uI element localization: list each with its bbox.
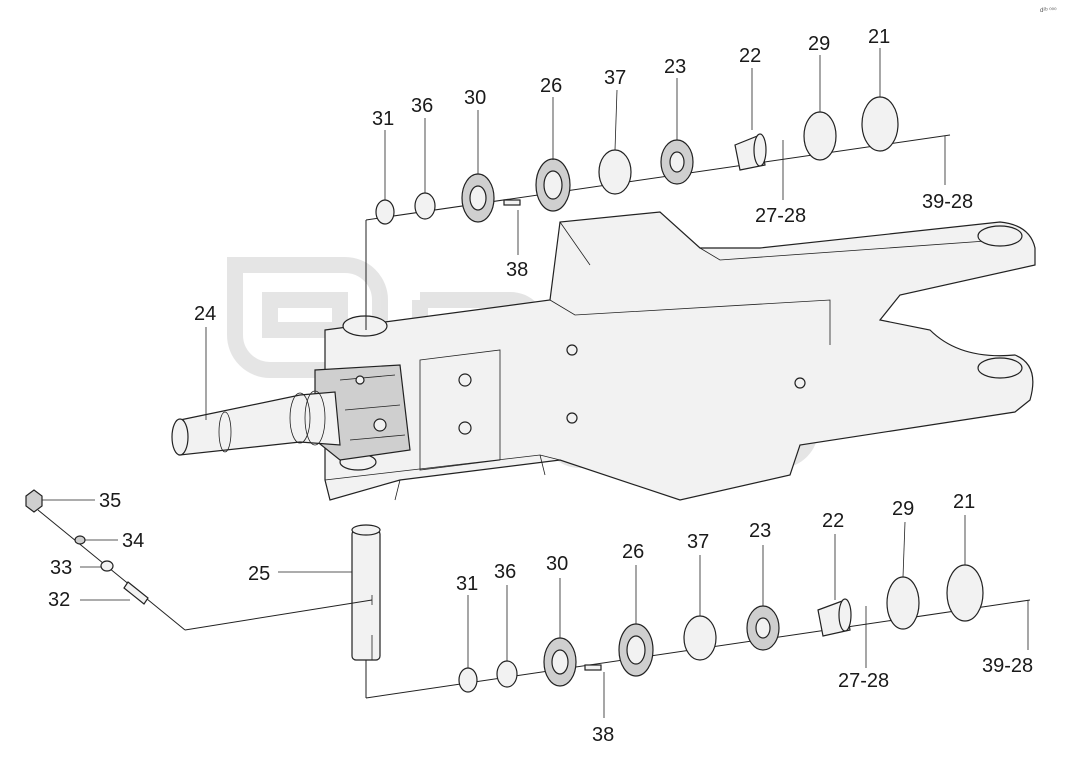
label-32: 32 bbox=[48, 589, 70, 611]
bottom-leader-lines bbox=[42, 327, 1029, 718]
bottom-callouts: 31 36 30 26 37 23 22 29 21 27-28 39-28 3… bbox=[456, 491, 1033, 746]
top-parts-stack bbox=[365, 96, 951, 330]
label-30-top: 30 bbox=[464, 87, 486, 109]
label-29-bottom: 29 bbox=[892, 498, 914, 520]
label-34: 34 bbox=[122, 530, 144, 552]
label-26-top: 26 bbox=[540, 75, 562, 97]
label-36-bottom: 36 bbox=[494, 561, 516, 583]
label-21-bottom: 21 bbox=[953, 491, 975, 513]
label-38-top: 38 bbox=[506, 259, 528, 281]
top-callouts: 31 36 30 26 37 23 22 29 21 27-28 39-28 3… bbox=[372, 26, 973, 281]
label-33: 33 bbox=[50, 557, 72, 579]
label-39-28-top: 39-28 bbox=[922, 191, 973, 213]
label-37-bottom: 37 bbox=[687, 531, 709, 553]
label-36-top: 36 bbox=[411, 95, 433, 117]
kingpin bbox=[351, 524, 381, 661]
axle-housing bbox=[314, 211, 1036, 501]
body-callouts: 24 25 bbox=[194, 303, 270, 585]
top-leader-lines bbox=[384, 48, 946, 255]
label-37-top: 37 bbox=[604, 67, 626, 89]
label-23-bottom: 23 bbox=[749, 520, 771, 542]
label-39-28-bottom: 39-28 bbox=[982, 655, 1033, 677]
label-30-bottom: 30 bbox=[546, 553, 568, 575]
left-fastener-parts bbox=[25, 489, 373, 631]
label-31-top: 31 bbox=[372, 108, 394, 130]
label-27-28-top: 27-28 bbox=[755, 205, 806, 227]
label-24: 24 bbox=[194, 303, 216, 325]
label-23-top: 23 bbox=[664, 56, 686, 78]
left-callouts: 35 34 33 32 bbox=[48, 490, 144, 611]
label-31-bottom: 31 bbox=[456, 573, 478, 595]
label-22-top: 22 bbox=[739, 45, 761, 67]
label-22-bottom: 22 bbox=[822, 510, 844, 532]
label-27-28-bottom: 27-28 bbox=[838, 670, 889, 692]
corner-mark: d²ᵇ ⁰⁰⁰ bbox=[1040, 7, 1057, 14]
label-26-bottom: 26 bbox=[622, 541, 644, 563]
label-21-top: 21 bbox=[868, 26, 890, 48]
label-29-top: 29 bbox=[808, 33, 830, 55]
label-25: 25 bbox=[248, 563, 270, 585]
label-35: 35 bbox=[99, 490, 121, 512]
stub-shaft bbox=[171, 390, 341, 456]
bottom-parts-stack bbox=[365, 564, 1031, 699]
label-38-bottom: 38 bbox=[592, 724, 614, 746]
